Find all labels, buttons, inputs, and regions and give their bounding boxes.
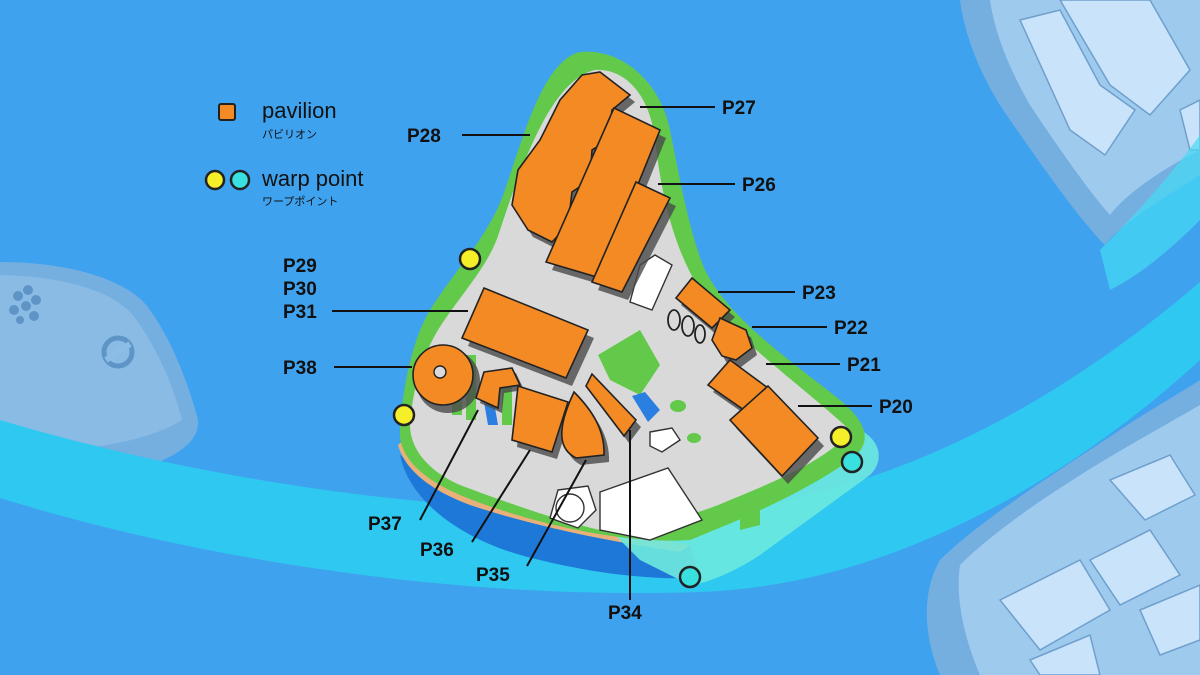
label-p23: P23 xyxy=(802,283,836,304)
pavilion-p35 xyxy=(560,390,605,459)
legend-warp-cyan-swatch xyxy=(229,169,251,191)
legend-pavilion-swatch xyxy=(218,103,236,121)
label-p29: P29 xyxy=(283,256,317,277)
bottom-right-island xyxy=(926,380,1200,675)
warp-points xyxy=(392,247,864,589)
pavilion-p29-p31 xyxy=(460,286,590,380)
spiral-sculpture xyxy=(667,309,706,344)
label-p21: P21 xyxy=(847,355,881,376)
warp-point-yellow-top[interactable] xyxy=(458,247,482,271)
left-island-symbol xyxy=(101,335,135,369)
legend-warp-sublabel: ワープポイント xyxy=(262,195,338,208)
pavilion-p34 xyxy=(585,372,638,438)
label-p35: P35 xyxy=(476,565,510,586)
warp-point-yellow-right[interactable] xyxy=(829,425,853,449)
label-p34: P34 xyxy=(608,603,642,624)
pavilion-p20 xyxy=(728,384,820,478)
leader-lines xyxy=(332,106,872,600)
pavilion-p26 xyxy=(590,180,672,293)
pavilions xyxy=(412,71,824,484)
label-p37: P37 xyxy=(368,514,402,535)
label-p31: P31 xyxy=(283,302,317,323)
left-island-rocks xyxy=(9,285,41,324)
label-p26: P26 xyxy=(742,175,776,196)
legend-warp-label: warp point xyxy=(261,166,364,191)
label-p22: P22 xyxy=(834,318,868,339)
pavilion-p22 xyxy=(711,316,753,361)
pavilion-p36 xyxy=(511,384,570,453)
warp-point-cyan-bottom[interactable] xyxy=(678,565,702,589)
warp-point-yellow-left[interactable] xyxy=(392,403,416,427)
river xyxy=(0,282,1200,594)
pavilion-labels: P27 P28 P26 P29 P30 P31 P38 P23 P22 P21 … xyxy=(283,98,913,624)
label-p28: P28 xyxy=(407,126,441,147)
label-p36: P36 xyxy=(420,540,454,561)
map-legend: pavilion パビリオン warp point ワープポイント xyxy=(204,98,364,208)
top-right-island xyxy=(960,0,1200,245)
label-p27: P27 xyxy=(722,98,756,119)
label-p20: P20 xyxy=(879,397,913,418)
pavilion-p37 xyxy=(475,367,522,410)
legend-warp-yellow-swatch xyxy=(204,169,226,191)
legend-pavilion-sublabel: パビリオン xyxy=(262,128,317,141)
legend-pavilion-label: pavilion xyxy=(262,98,337,123)
label-p30: P30 xyxy=(283,279,317,300)
label-p38: P38 xyxy=(283,358,317,379)
pavilion-p23 xyxy=(674,276,732,330)
warp-point-cyan-right[interactable] xyxy=(840,450,864,474)
